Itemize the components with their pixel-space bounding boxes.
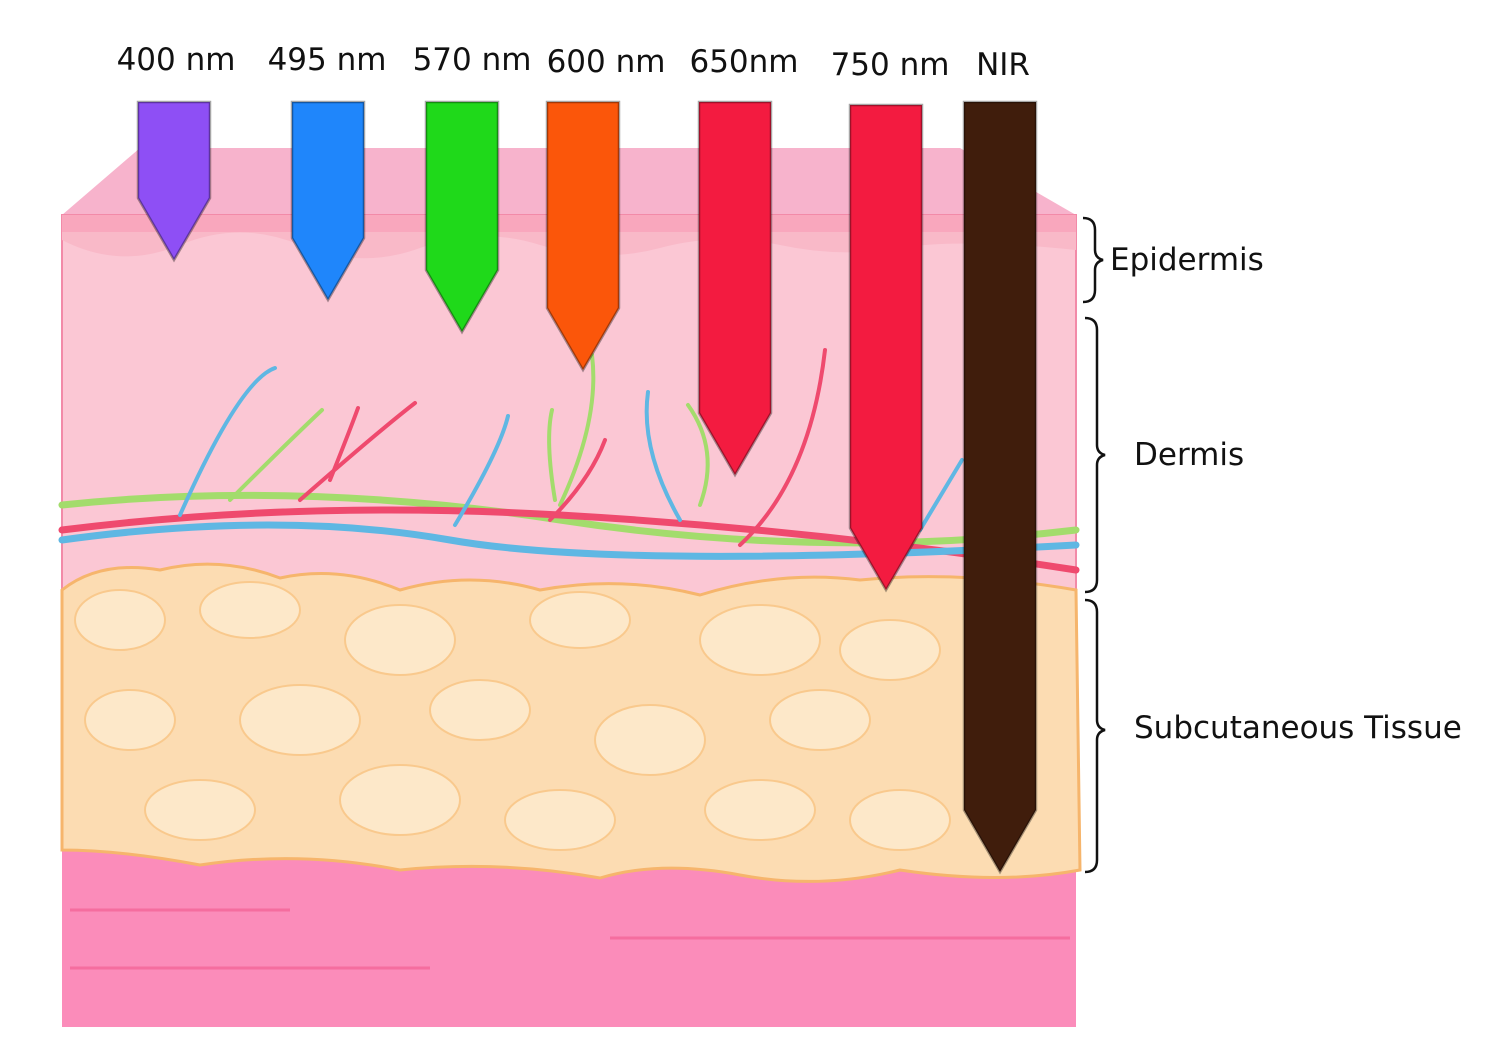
wavelength-label: 600 nm: [547, 44, 666, 80]
label-subcutaneous-tissue: Subcutaneous Tissue: [1134, 710, 1462, 746]
arrow-650nm: [697, 100, 773, 478]
wavelength-label: 495 nm: [268, 42, 387, 78]
wavelength-label: 750 nm: [831, 47, 950, 83]
arrow-495nm: [290, 100, 366, 303]
wavelength-label: 400 nm: [117, 42, 236, 78]
arrow-750nm: [848, 103, 924, 593]
arrow-400nm: [136, 100, 212, 263]
arrow-570nm: [424, 100, 500, 335]
muscle-lines: [70, 908, 1070, 970]
label-dermis: Dermis: [1134, 437, 1244, 473]
brace-subcutaneous: [1084, 598, 1106, 874]
subcutaneous-fat-layer: [60, 562, 1082, 883]
arrow-nir: [962, 100, 1038, 875]
layer-braces: [1082, 216, 1106, 874]
wavelength-label: NIR: [976, 47, 1030, 83]
brace-epidermis: [1082, 216, 1104, 304]
wavelength-label: 570 nm: [413, 42, 532, 78]
brace-dermis: [1084, 316, 1106, 594]
label-epidermis: Epidermis: [1110, 242, 1264, 278]
wavelength-arrows: [136, 100, 1038, 875]
arrow-600nm: [545, 100, 621, 373]
fat-cells: [74, 581, 951, 851]
wavelength-label: 650nm: [689, 44, 798, 80]
